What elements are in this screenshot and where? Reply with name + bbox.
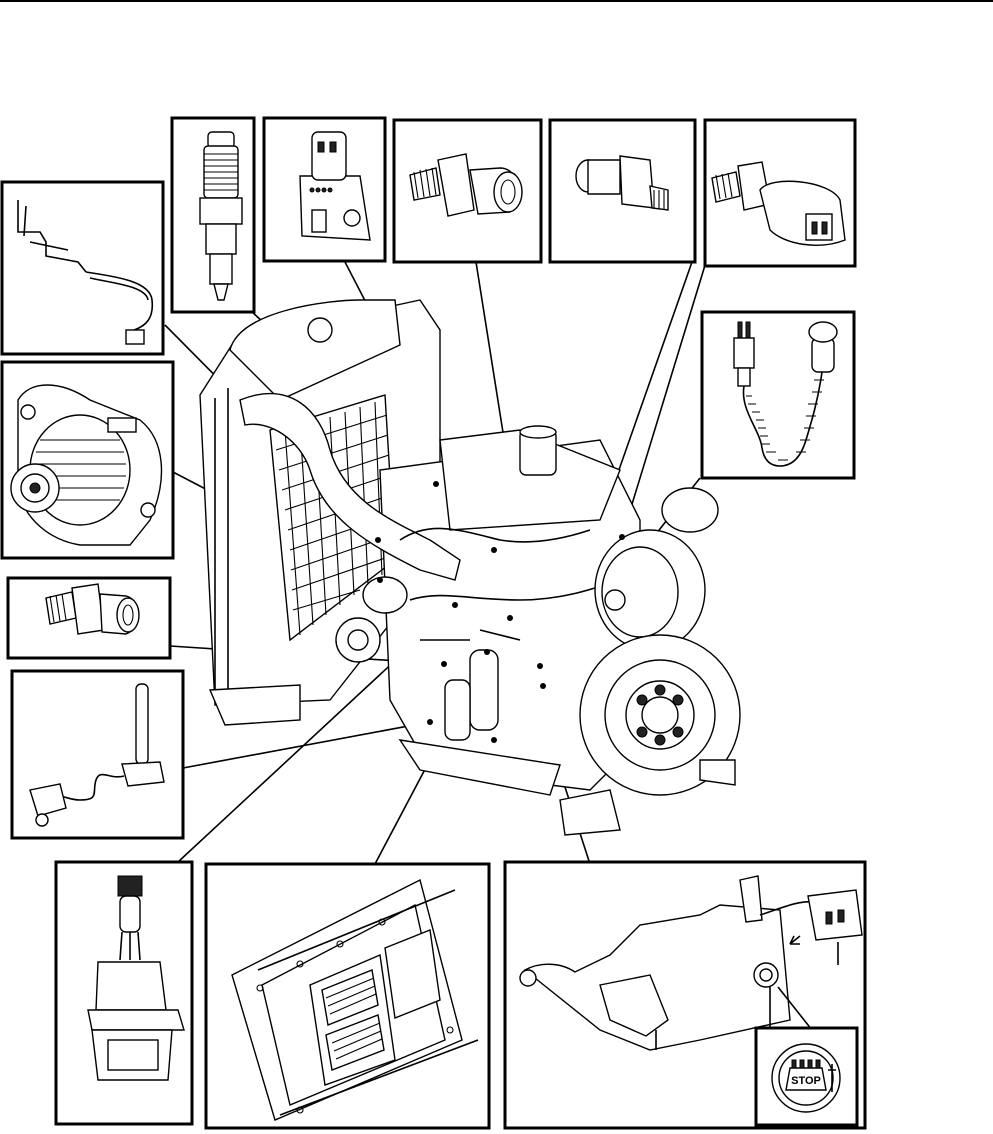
component-coiled-cable-sensor [700,310,856,480]
panel-connector-icon [599,974,669,1037]
component-level-sensor [10,669,185,840]
harness-connector-icon [125,329,145,345]
leader-level-sensor [182,721,431,769]
sensor-c-hex-icon [71,583,105,635]
intake-pipe [239,393,461,581]
component-sensor-with-connector [703,118,857,268]
component-pressure-sensor-a [392,118,543,264]
component-engine-control-unit [204,862,491,1130]
component-pressure-temperature-sensor [262,116,387,263]
oil-pan [398,739,561,796]
relay-housing-icon [95,961,167,1011]
level-sensor-flange-icon [121,761,165,787]
leader-sensor-connector [621,261,707,538]
sensor-connector-icon [311,131,347,181]
component-connector-relay [54,860,194,1126]
component-alternator [0,360,175,560]
component-wiring-harness-sensor [0,180,165,356]
sensor-b-hex-icon [619,155,655,209]
component-pressure-sensor-c [6,576,172,660]
coiled-sensor-cap-icon [808,321,838,343]
fan-shroud-top [229,299,401,401]
stop-button-label: STOP [791,1075,821,1087]
fuel-filter [469,649,499,731]
valve-cover [439,429,621,531]
component-pressure-sensor-b [548,118,697,264]
top-rule [0,0,993,2]
component-unit-injector [170,116,256,314]
sensor-hex-icon [437,153,475,217]
engine-assembly [199,299,741,836]
component-stop-button-panel: STOP [503,860,867,1130]
